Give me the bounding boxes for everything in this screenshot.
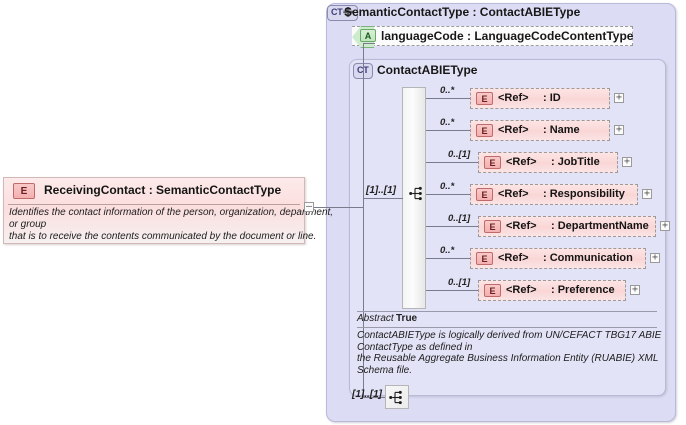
element-ref-box[interactable] (470, 248, 646, 269)
element-icon: E (476, 188, 493, 201)
element-icon: E (13, 183, 35, 199)
collapse-expander-button[interactable]: – (304, 201, 314, 212)
element-ref-type: : Preference (551, 284, 615, 296)
expand-expander-button[interactable]: + (614, 124, 624, 135)
inner-type-title: ContactABIEType (377, 63, 478, 77)
receiving-contact-title: ReceivingContact : SemanticContactType (44, 183, 282, 197)
element-ref-type: : Name (543, 124, 580, 136)
element-cardinality: 0..* (440, 245, 455, 256)
element-ref-name: <Ref> (506, 284, 537, 296)
element-cardinality: 0..[1] (448, 149, 471, 160)
connector-riser-bottom (363, 207, 364, 397)
element-cardinality: 0..[1] (448, 277, 471, 288)
abstract-divider-top (357, 311, 657, 312)
complex-type-icon: CT (353, 63, 373, 79)
element-ref-box[interactable] (470, 184, 638, 205)
connector-branch (426, 258, 470, 259)
doc-line: the Reusable Aggregate Business Informat… (357, 353, 659, 365)
element-icon: E (484, 220, 501, 233)
connector-into-container (326, 207, 364, 208)
receiving-contact-documentation: Identifies the contact information of th… (9, 207, 334, 242)
connector-branch (426, 162, 478, 163)
expand-expander-button[interactable]: + (622, 156, 632, 167)
outer-type-title: SemanticContactType : ContactABIEType (344, 5, 581, 19)
element-ref-type: : Communication (543, 252, 633, 264)
connector-branch (426, 194, 470, 195)
attribute-label: languageCode : LanguageCodeContentType (381, 29, 634, 43)
connector-to-sequence-bar (363, 198, 403, 199)
connector-riser-attribute (363, 43, 364, 208)
element-ref-name: <Ref> (506, 220, 537, 232)
connector-branch (426, 226, 478, 227)
connector-to-attribute (363, 43, 375, 44)
abstract-divider-bottom (357, 327, 657, 328)
element-icon: E (476, 252, 493, 265)
doc-line: that is to receive the contents communic… (9, 230, 317, 242)
element-ref-name: <Ref> (498, 124, 529, 136)
element-ref-type: : ID (543, 92, 561, 104)
element-ref-box[interactable] (470, 120, 610, 141)
receiving-contact-element-box[interactable] (3, 177, 305, 244)
expand-expander-button[interactable]: + (630, 284, 640, 295)
doc-line: Identifies the contact information of th… (9, 207, 334, 218)
element-ref-box[interactable] (470, 88, 610, 109)
element-ref-box[interactable] (478, 152, 618, 173)
element-icon: E (484, 284, 501, 297)
connector-source-to-tree (314, 207, 326, 208)
element-icon: E (476, 92, 493, 105)
connector-branch (426, 130, 470, 131)
element-cardinality: 0..* (440, 85, 455, 96)
element-icon: E (476, 124, 493, 137)
connector-to-bottom-sequence (363, 397, 386, 398)
sequence-cardinality-bottom: [1]..[1] (352, 389, 382, 400)
type-documentation: ContactABIEType is logically derived fro… (357, 330, 662, 376)
element-ref-name: <Ref> (506, 156, 537, 168)
element-ref-type: : JobTitle (551, 156, 600, 168)
receiving-contact-divider (8, 204, 300, 205)
element-icon: E (484, 156, 501, 169)
expand-expander-button[interactable]: + (642, 188, 652, 199)
complex-type-extension-icon: CT➕ (327, 5, 358, 21)
element-cardinality: 0..[1] (448, 213, 471, 224)
connector-branch (426, 98, 470, 99)
connector-branch (426, 290, 478, 291)
element-cardinality: 0..* (440, 181, 455, 192)
element-ref-type: : DepartmentName (551, 220, 649, 232)
expand-expander-button[interactable]: + (650, 252, 660, 263)
abstract-value: True (396, 313, 418, 324)
doc-line: ContactType as defined in (357, 341, 473, 353)
expand-expander-button[interactable]: + (660, 220, 670, 231)
doc-line: ContactABIEType is logically derived fro… (357, 330, 662, 341)
sequence-compositor-icon (409, 186, 422, 201)
element-ref-name: <Ref> (498, 252, 529, 264)
element-ref-name: <Ref> (498, 92, 529, 104)
element-ref-box[interactable] (478, 216, 656, 237)
attribute-row-languagecode[interactable] (352, 26, 633, 46)
sequence-cardinality-main: [1]..[1] (366, 185, 396, 196)
sequence-compositor-icon (389, 390, 402, 405)
element-ref-name: <Ref> (498, 188, 529, 200)
element-cardinality: 0..* (440, 117, 455, 128)
doc-line: or group (9, 218, 47, 230)
expand-expander-button[interactable]: + (614, 92, 624, 103)
abstract-label: Abstract (357, 313, 394, 324)
doc-line: Schema file. (357, 364, 413, 376)
element-ref-box[interactable] (478, 280, 626, 301)
attribute-icon: A (360, 29, 376, 42)
element-ref-type: : Responsibility (543, 188, 625, 200)
